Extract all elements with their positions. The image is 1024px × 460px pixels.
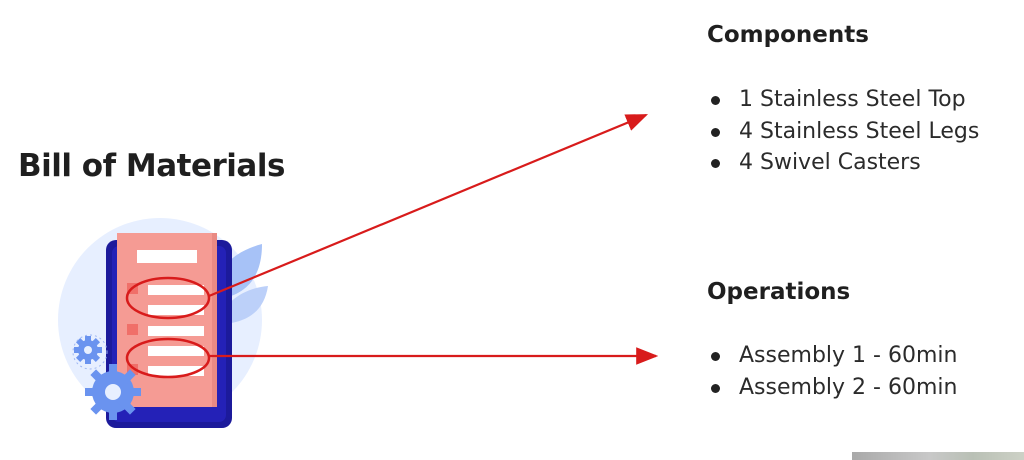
bullet-icon [711,159,720,168]
list-item: 1 Stainless Steel Top [707,84,979,116]
list-item-text: Assembly 2 - 60min [739,374,958,400]
bullet-icon [711,127,720,137]
list-item: Assembly 1 - 60min [707,340,957,372]
corner-thumbnail [852,452,1024,460]
gear-small-icon [74,336,102,364]
dotted-ring [72,334,108,370]
components-list: 1 Stainless Steel Top 4 Stainless Steel … [707,84,979,179]
list-item: Assembly 2 - 60min [707,372,957,404]
list-item: 4 Stainless Steel Legs [707,116,979,148]
operations-highlight [125,337,211,379]
operations-list: Assembly 1 - 60min Assembly 2 - 60min [707,340,957,403]
bullet-icon [711,96,720,105]
list-item-text: 1 Stainless Steel Top [739,87,966,112]
list-item-text: 4 Swivel Casters [739,150,921,175]
bullet-icon [711,383,720,393]
bullet-icon [711,352,720,361]
arrow-icon [208,113,649,298]
gear-icon [85,364,141,420]
list-item: 4 Swivel Casters [707,147,979,179]
operations-heading: Operations [707,279,851,305]
components-highlight [125,276,211,320]
list-item-text: Assembly 1 - 60min [739,343,958,368]
slide-title: Bill of Materials [18,148,285,184]
components-heading: Components [707,22,869,48]
list-item-text: 4 Stainless Steel Legs [739,118,980,144]
document-icon [117,233,217,407]
